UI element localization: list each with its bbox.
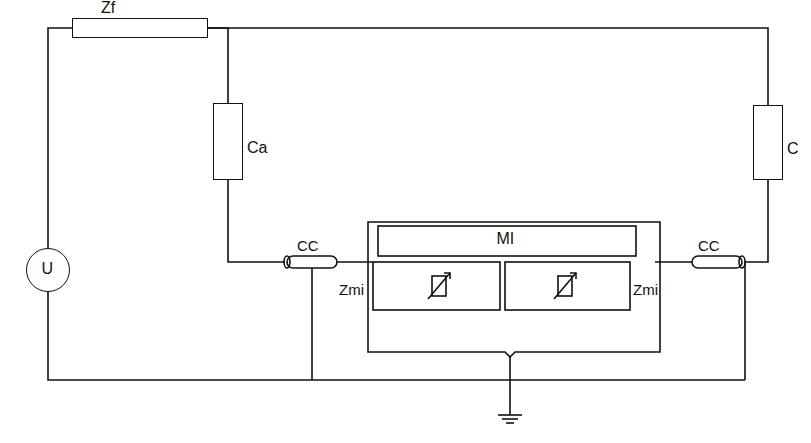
part-label: Zmi (338, 282, 365, 297)
part-label: Zmi (632, 282, 659, 297)
wire (48, 28, 72, 248)
capacitor-box: Ca (213, 103, 243, 180)
component-label: Ca (247, 140, 267, 156)
voltage-source: U (26, 248, 70, 292)
wire (208, 28, 228, 103)
component-label: U (42, 261, 54, 277)
part-label: CC (296, 238, 320, 253)
impedance-box: Zf (72, 18, 208, 38)
capacitor-box: C (753, 105, 783, 180)
component-label: Zf (101, 0, 115, 16)
wire (208, 28, 768, 105)
part-label: CC (697, 238, 721, 253)
component-label: C (787, 141, 799, 157)
component-label: MI (497, 231, 515, 247)
instrument-box: MI (378, 226, 636, 256)
